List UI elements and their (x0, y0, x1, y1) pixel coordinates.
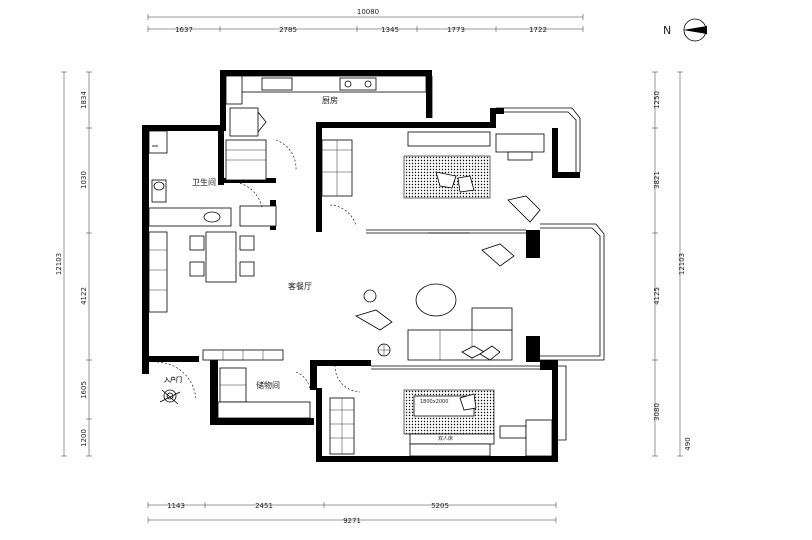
room-label-bathroom: 卫生间 (192, 177, 216, 187)
compass: N (663, 18, 707, 42)
dim-bottom-total: 9271 (343, 517, 361, 525)
dim-right-seg-2: 3821 (653, 171, 661, 189)
storage-room: 储物间 (217, 367, 311, 419)
entry-label: 入户门 (163, 376, 182, 384)
balconies (366, 76, 605, 441)
compass-arrow-icon (683, 26, 707, 34)
armchair-3 (481, 243, 515, 267)
dim-bottom-seg-2: 2451 (255, 502, 273, 510)
dim-top-seg-1: 1637 (175, 26, 193, 34)
dim-left-total: 12103 (55, 253, 63, 275)
side-table (363, 289, 377, 303)
walls (142, 70, 580, 462)
dim-right-seg-4: 3080 (653, 403, 661, 421)
bedroom-1 (321, 131, 545, 227)
round-rug (415, 283, 457, 317)
dim-top-total: 10080 (357, 8, 379, 16)
dim-right-seg-3: 4125 (653, 287, 661, 305)
room-label-kitchen: 厨房 (322, 95, 338, 105)
desk-1 (495, 133, 545, 153)
plant-icon (163, 389, 177, 403)
dim-right-extra: 490 (684, 437, 692, 450)
dim-left-seg-3: 4122 (80, 287, 88, 305)
dim-left-seg-1: 1834 (80, 91, 88, 109)
dim-bottom-seg-1: 1143 (167, 502, 185, 510)
entry: 入户门 (156, 361, 197, 405)
bed-dim-label: 1800x2000 (420, 399, 448, 405)
bed-label: 双人床 (438, 435, 453, 442)
armchair-2 (355, 309, 393, 331)
dim-right-total: 12103 (678, 253, 686, 275)
dimension-bottom: 1143 2451 5205 9271 (147, 502, 557, 525)
armchair-1 (507, 195, 541, 223)
sofa (407, 329, 513, 361)
bedroom-2: 1800x2000 双人床 (329, 389, 553, 457)
sink-icon (261, 77, 293, 91)
dim-left-seg-4: 1605 (80, 381, 88, 399)
dim-top-seg-3: 1345 (381, 26, 399, 34)
dim-bottom-seg-3: 5205 (431, 502, 449, 510)
dimension-top: 10080 1637 2785 1345 1773 1722 (147, 8, 584, 34)
dimension-left: 12103 1834 1030 4122 1605 1200 (55, 71, 92, 457)
dim-left-seg-2: 1030 (80, 171, 88, 189)
dim-top-seg-5: 1722 (529, 26, 547, 34)
dining-area (148, 231, 255, 313)
dim-top-seg-4: 1773 (447, 26, 465, 34)
dim-top-seg-2: 2785 (279, 26, 297, 34)
desk-2 (499, 425, 527, 439)
room-label-living-dining: 客餐厅 (288, 281, 312, 291)
dining-table (205, 231, 237, 283)
dim-right-seg-1: 1250 (653, 91, 661, 109)
dimension-right: 1250 3821 4125 3080 12103 490 (652, 71, 692, 457)
dim-left-seg-5: 1200 (80, 429, 88, 447)
bathroom: 卫生间 (148, 130, 277, 227)
compass-label: N (663, 24, 671, 37)
room-label-storage: 储物间 (256, 380, 280, 390)
living-room: 客餐厅 (202, 232, 515, 393)
tall-cabinet (148, 231, 168, 313)
kitchen: 厨房 (225, 75, 427, 181)
fridge-icon (229, 107, 259, 137)
